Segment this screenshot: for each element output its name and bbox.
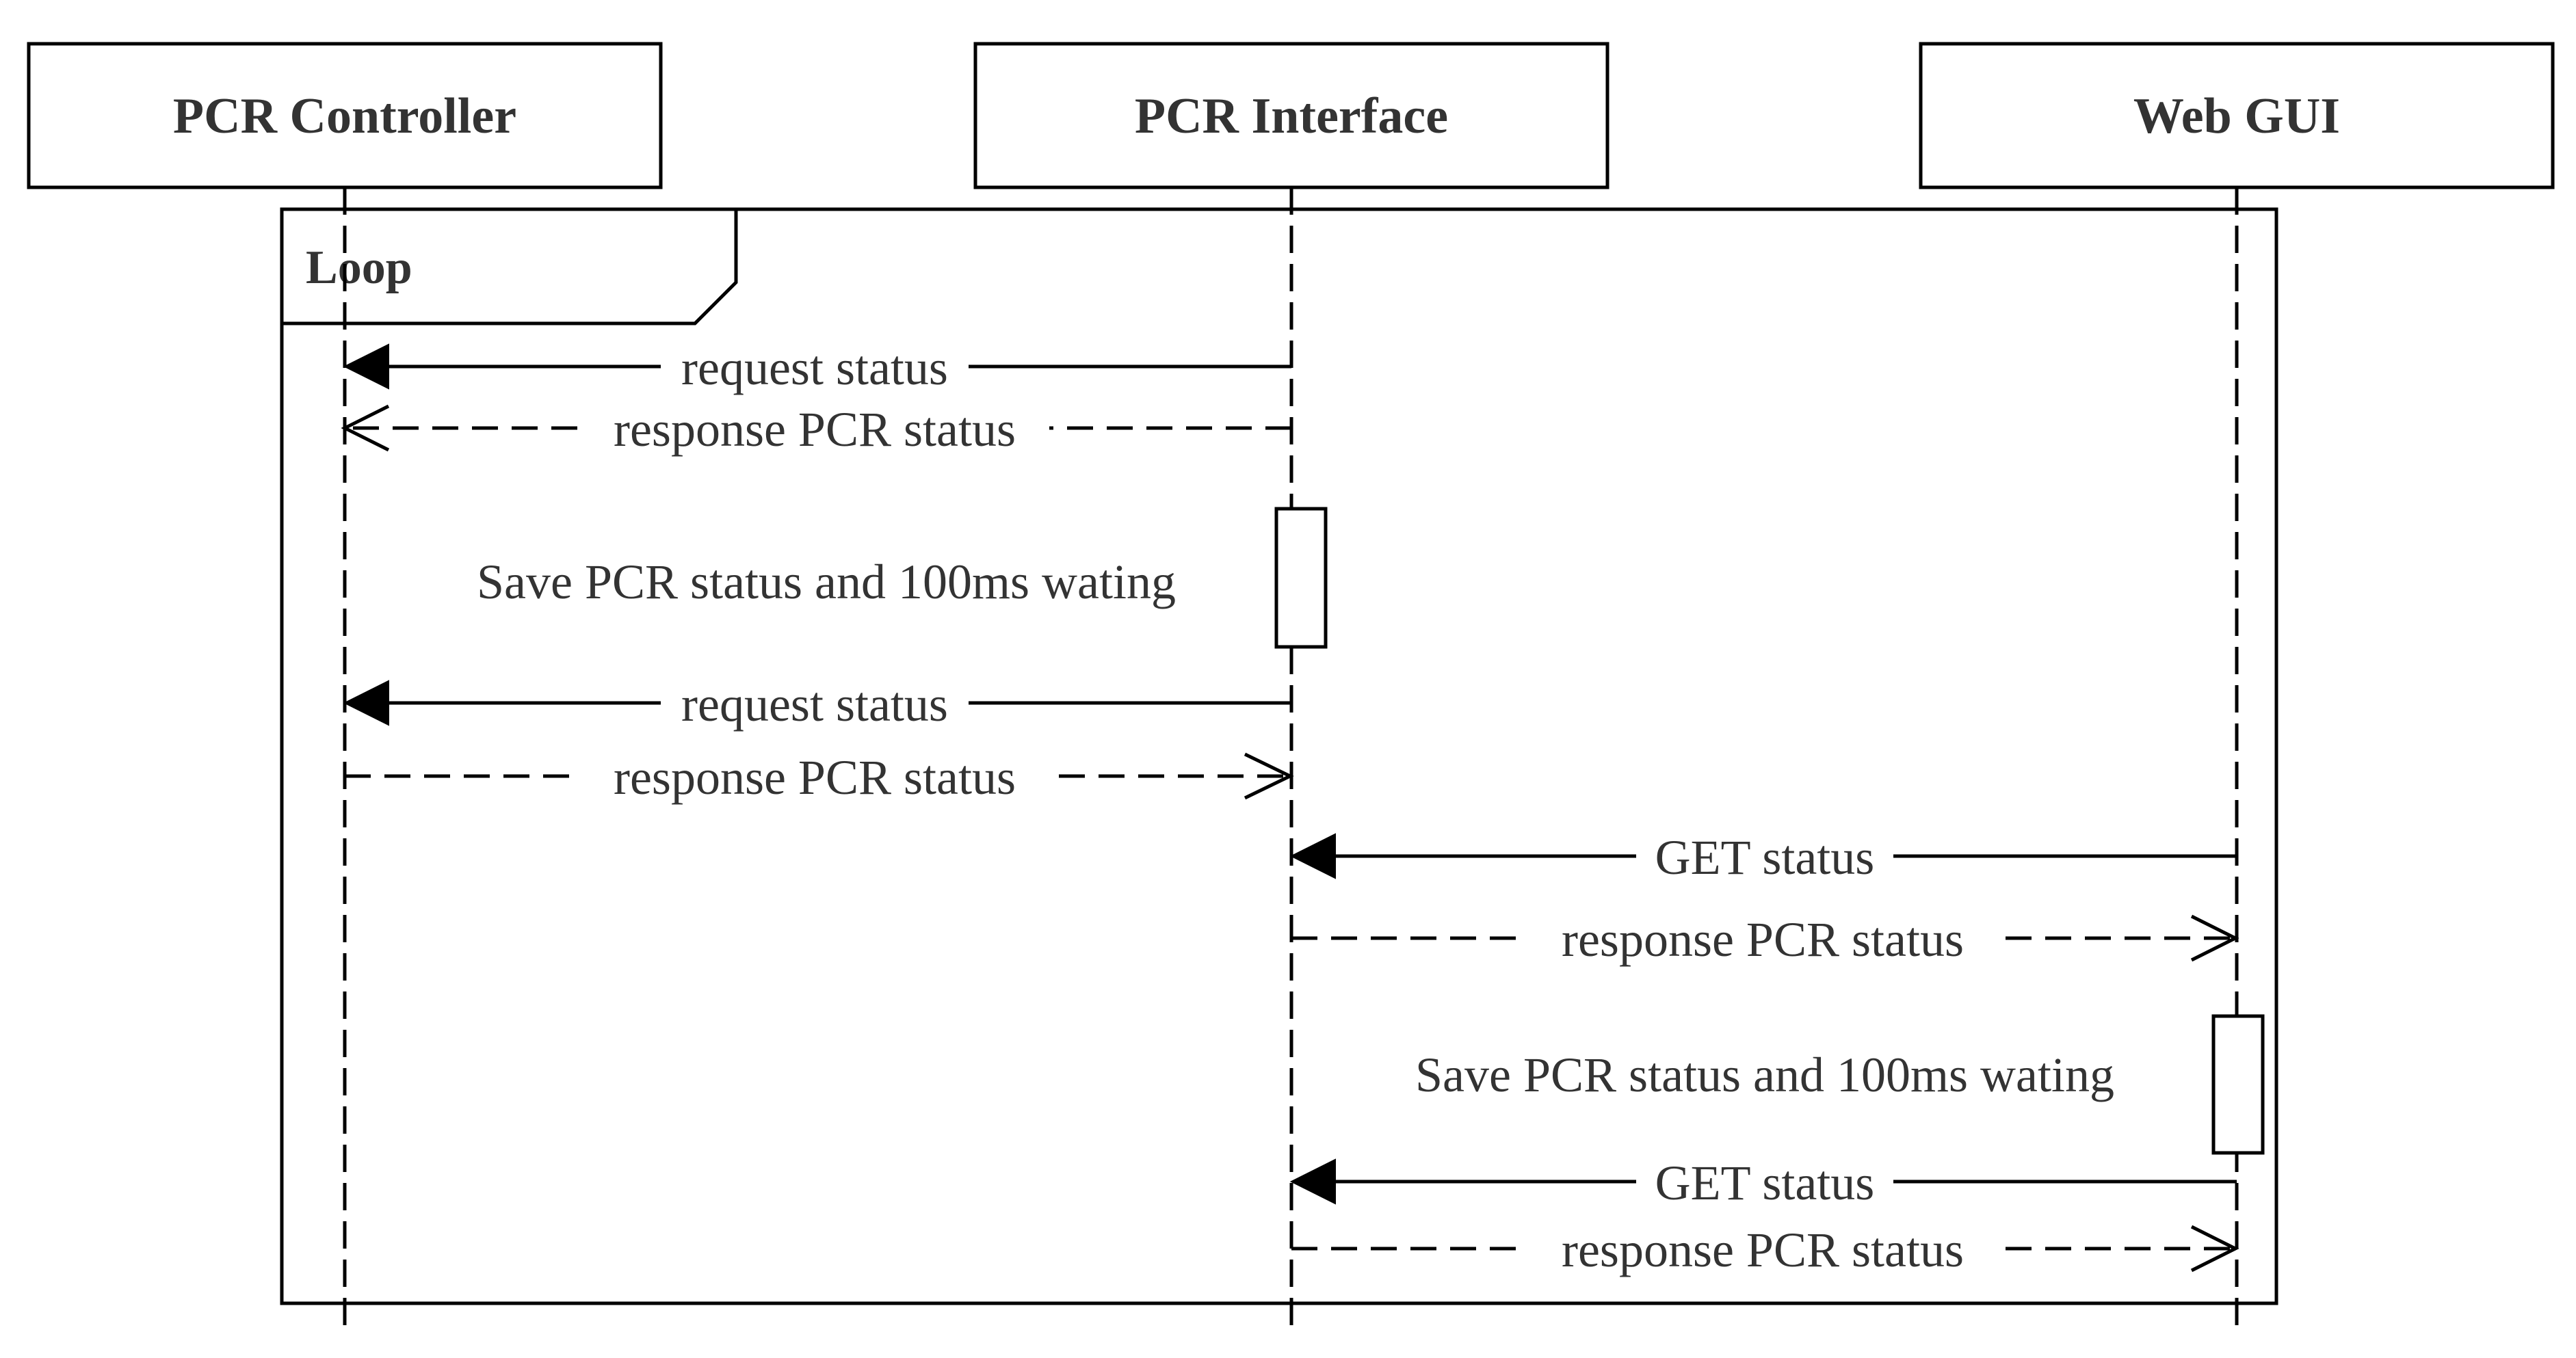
participant-label: PCR Interface [1135,88,1448,144]
open-arrowhead-icon [2190,914,2239,962]
note-label: Save PCR status and 100ms wating [1415,1048,2114,1102]
filled-arrowhead-icon [1289,833,1336,879]
message-label: request status [681,341,948,395]
note-label: Save PCR status and 100ms wating [477,555,1176,609]
activation-bar [2211,1014,2265,1155]
participant-pcr-controller: PCR Controller [27,42,663,189]
open-arrowhead-icon [2190,1225,2239,1273]
participant-web-gui: Web GUI [1919,42,2555,189]
message-label: GET status [1655,830,1875,885]
message-request-status-2: request status [343,671,1291,732]
message-label: response PCR status [1562,912,1964,967]
open-arrowhead-icon [1244,752,1294,800]
loop-frame: Loop [280,207,2278,1305]
note-save-status-1: Save PCR status and 100ms wating [477,507,1328,649]
message-label: response PCR status [614,750,1016,805]
filled-arrowhead-icon [343,680,389,726]
message-label: response PCR status [1562,1223,1964,1277]
participant-label: Web GUI [2133,88,2340,144]
message-request-status-1: request status [343,335,1291,395]
message-label: GET status [1655,1156,1875,1210]
message-response-pcr-status-2: response PCR status [345,745,1294,805]
activation-bar [1274,507,1328,649]
participant-label: PCR Controller [173,88,516,144]
participant-pcr-interface: PCR Interface [973,42,1609,189]
open-arrowhead-icon [341,404,390,452]
loop-label: Loop [306,241,412,294]
message-response-pcr-status-3: response PCR status [1291,907,2239,967]
message-label: request status [681,677,948,732]
message-get-status-1: GET status [1289,825,2237,885]
message-response-pcr-status-4: response PCR status [1291,1217,2239,1277]
message-response-pcr-status-1: response PCR status [341,397,1291,457]
message-label: response PCR status [614,402,1016,457]
message-get-status-2: GET status [1289,1150,2237,1210]
filled-arrowhead-icon [1289,1158,1336,1205]
note-save-status-2: Save PCR status and 100ms wating [1415,1014,2265,1155]
filled-arrowhead-icon [343,343,389,390]
